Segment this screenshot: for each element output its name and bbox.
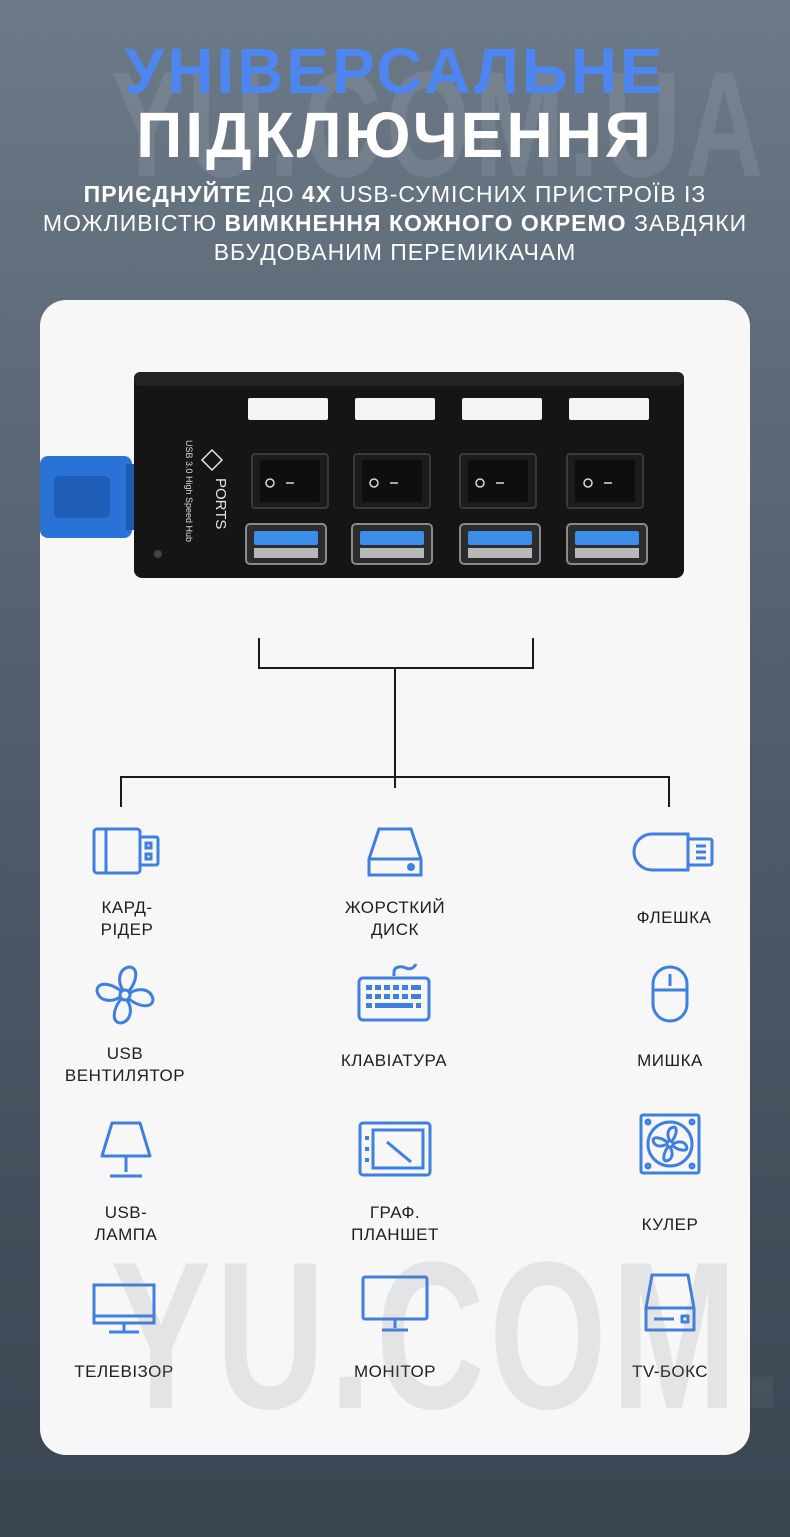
- device-label-7: USB-: [104, 1203, 148, 1222]
- device-tv-box: TV-БОКС: [570, 1272, 770, 1381]
- tv-box-icon: [644, 1273, 696, 1332]
- device-fan: USB ВЕНТИЛЯТОР: [25, 963, 225, 1085]
- device-tv: ТЕЛЕВІЗОР: [24, 1282, 224, 1381]
- title-line-1: УНІВЕРСАЛЬНЕ: [124, 35, 666, 107]
- device-label-7b: ЛАМПА: [94, 1225, 158, 1244]
- device-keyboard: КЛАВІАТУРА: [294, 962, 494, 1070]
- device-label-10: ТЕЛЕВІЗОР: [74, 1362, 174, 1381]
- device-label-6: МИШКА: [637, 1051, 703, 1070]
- fan-icon: [95, 965, 155, 1025]
- device-label-8: ГРАФ.: [369, 1203, 421, 1222]
- usb-hub-image: PORTS USB 3.0 High Speed Hub: [40, 372, 684, 578]
- device-monitor: МОНІТОР: [295, 1274, 495, 1381]
- device-label-8b: ПЛАНШЕТ: [351, 1225, 439, 1244]
- subtitle-text-1: ДО: [251, 181, 302, 207]
- monitor-icon: [361, 1275, 429, 1332]
- card-reader-icon: [92, 827, 160, 875]
- hard-drive-icon: [367, 827, 423, 877]
- device-hard-drive: ЖОРСТКИЙ ДИСК: [295, 825, 495, 939]
- device-graphics-tablet: ГРАФ. ПЛАНШЕТ: [295, 1120, 495, 1244]
- graphics-tablet-icon: [358, 1121, 432, 1177]
- device-label-5: КЛАВІАТУРА: [340, 1051, 448, 1070]
- device-flash-drive: ФЛЕШКА: [574, 830, 774, 927]
- keyboard-icon: [357, 963, 431, 1022]
- device-cooler: КУЛЕР: [570, 1112, 770, 1234]
- mouse-icon: [651, 965, 689, 1023]
- device-label-1b: РІДЕР: [100, 920, 154, 939]
- cooler-icon: [639, 1113, 701, 1175]
- hub-brand-text: PORTS: [212, 478, 229, 529]
- connector-lines: [120, 638, 670, 807]
- device-label-4b: ВЕНТИЛЯТОР: [64, 1066, 186, 1085]
- watermark-top: YU.COM.UA: [110, 40, 768, 208]
- device-label-2b: ДИСК: [371, 920, 419, 939]
- content-card: PORTS USB 3.0 High Speed Hub КАРД- РІДЕР: [40, 300, 750, 1455]
- device-label-9: КУЛЕР: [641, 1215, 699, 1234]
- device-label-4: USB: [106, 1044, 144, 1063]
- device-card-reader: КАРД- РІДЕР: [27, 825, 227, 939]
- device-label-2: ЖОРСТКИЙ: [344, 898, 446, 917]
- flash-drive-icon: [632, 832, 714, 872]
- subtitle-text-3: ЗАВДЯКИ ВБУДОВАНИМ ПЕРЕМИКАЧАМ: [213, 210, 748, 265]
- device-mouse: МИШКА: [570, 964, 770, 1070]
- hub-subtext: USB 3.0 High Speed Hub: [184, 440, 194, 542]
- device-label-12: TV-БОКС: [631, 1362, 709, 1381]
- subtitle-bold-1: ПРИЄДНУЙТЕ: [83, 181, 252, 207]
- lamp-icon: [100, 1121, 152, 1178]
- device-label-1: КАРД-: [101, 898, 153, 917]
- device-lamp: USB- ЛАМПА: [26, 1120, 226, 1244]
- subtitle-bold-3: ВИМКНЕННЯ КОЖНОГО ОКРЕМО: [224, 210, 627, 236]
- title-line-2: ПІДКЛЮЧЕННЯ: [136, 99, 654, 171]
- subtitle: ПРИЄДНУЙТЕ ДО 4X USB-СУМІСНИХ ПРИСТРОЇВ …: [40, 180, 750, 267]
- device-label-11: МОНІТОР: [353, 1362, 437, 1381]
- tv-icon: [92, 1283, 156, 1334]
- subtitle-text-2: USB-СУМІСНИХ ПРИСТРОЇВ ІЗ МОЖЛИВІСТЮ: [42, 181, 707, 236]
- subtitle-bold-2: 4X: [301, 181, 333, 207]
- device-label-3: ФЛЕШКА: [636, 908, 712, 927]
